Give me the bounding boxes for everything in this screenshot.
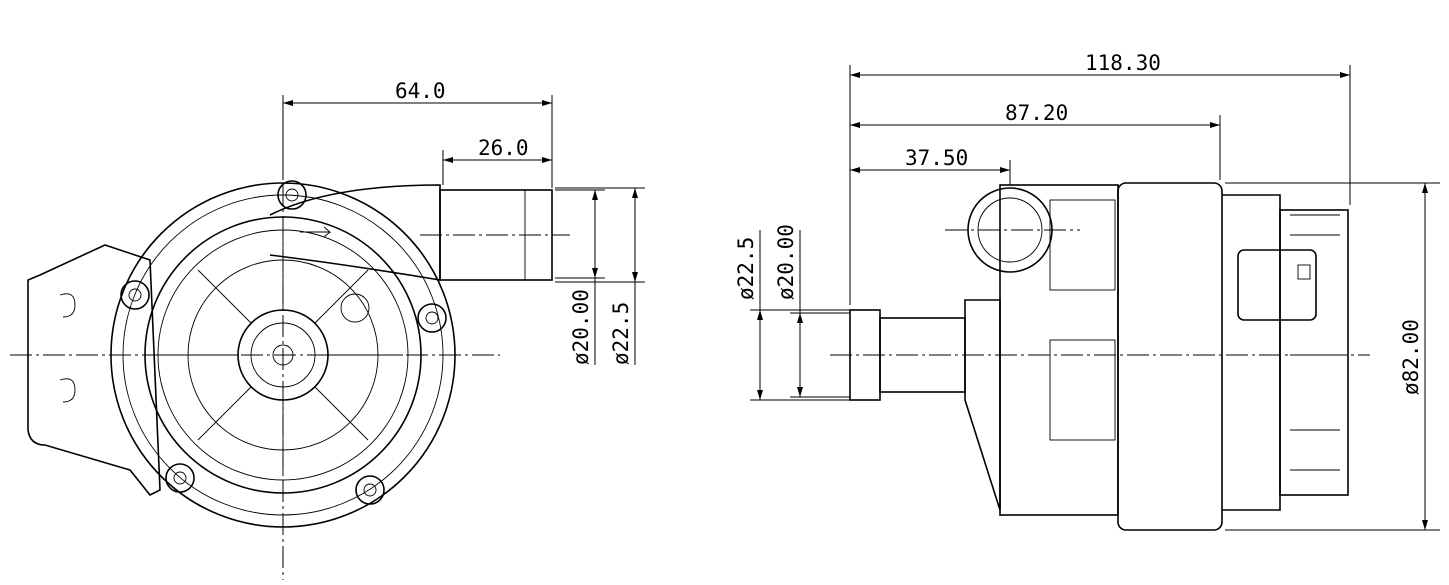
dim-outlet-outer: ø22.5 [609,302,633,365]
pump-body [999,184,1119,516]
motor-housing [1117,182,1223,531]
side-view: 118.30 87.20 37.50 ø22.5 ø20.00 ø82.00 [734,51,1440,531]
dim-outlet-inner: ø20.00 [569,289,593,365]
mounting-bracket [27,244,161,497]
dim-outlet-length: 26.0 [478,136,529,160]
controller [1222,194,1281,511]
flow-arrow-icon [300,226,332,238]
controller-cover [1279,209,1349,496]
dim-total-length: 118.30 [1085,51,1161,75]
gear-logo-icon [340,293,370,323]
bolt-holes [120,180,447,505]
dim-housing-diameter: ø82.00 [1399,319,1423,395]
pump-cover [964,299,1001,511]
dim-width: 64.0 [395,79,446,103]
dim-inlet-inner: ø20.00 [774,224,798,300]
front-view: 64.0 26.0 ø20.00 ø22.5 [10,79,645,580]
bracket-slot-icon [59,293,76,403]
connector [1237,249,1317,321]
dim-inlet-outer: ø22.5 [734,237,758,300]
dim-body-length: 87.20 [1005,101,1068,125]
dim-outlet-offset: 37.50 [905,146,968,170]
